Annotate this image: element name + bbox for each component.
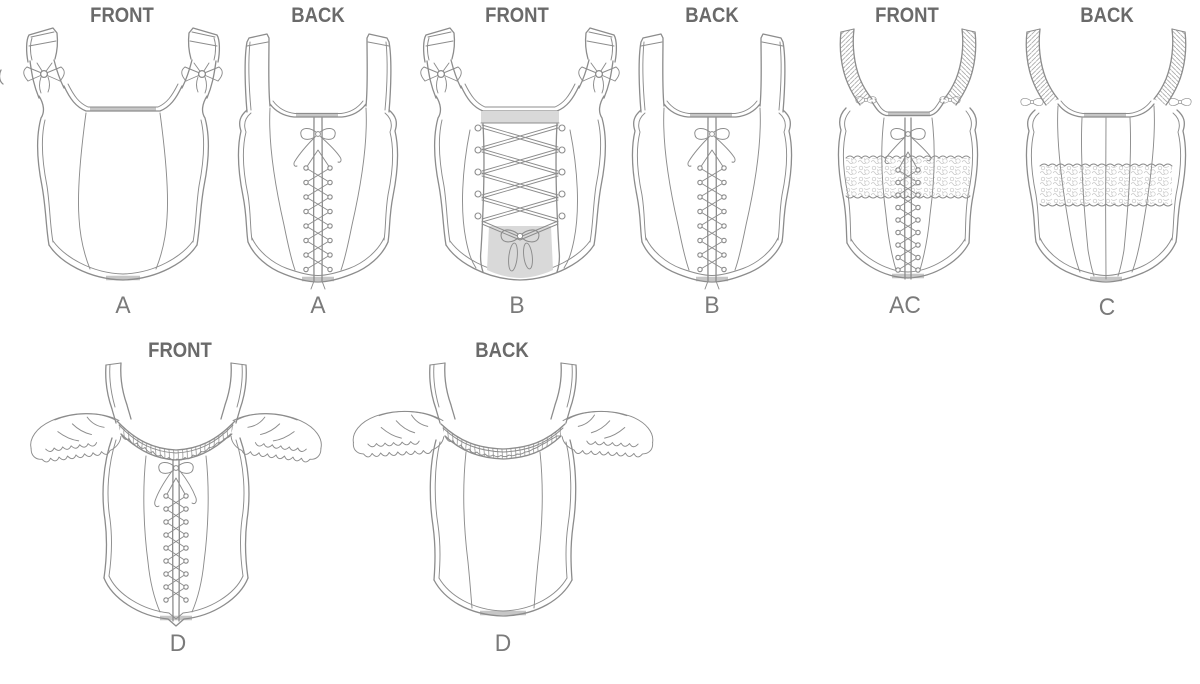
style-letter: B: [509, 292, 525, 319]
corset-back-b-drawing: [632, 34, 791, 289]
style-letter: C: [1098, 294, 1116, 321]
view-label: FRONT: [875, 4, 939, 27]
corset-back-a-drawing: [238, 34, 397, 289]
view-label: FRONT: [485, 4, 549, 27]
view-label: FRONT: [148, 339, 212, 362]
view-label: BACK: [475, 339, 529, 362]
corset-front-ac-drawing: [837, 28, 979, 280]
corset-front-a-drawing: [24, 28, 223, 280]
scan-edge-mark: [0, 69, 4, 85]
corset-front-d-drawing: [24, 362, 328, 627]
view-label: BACK: [291, 4, 345, 27]
view-label: BACK: [1080, 4, 1134, 27]
corset-front-b-drawing: [421, 28, 620, 280]
corset-back-c-drawing: [1020, 28, 1192, 283]
style-letter: B: [704, 292, 720, 319]
style-letter: A: [310, 292, 326, 319]
corset-back-d-drawing: [348, 362, 658, 617]
style-letter: D: [169, 630, 187, 657]
style-letter: A: [115, 292, 131, 319]
style-letter: D: [494, 630, 512, 657]
view-label: FRONT: [90, 4, 154, 27]
view-label: BACK: [685, 4, 739, 27]
style-letter: AC: [889, 292, 921, 319]
